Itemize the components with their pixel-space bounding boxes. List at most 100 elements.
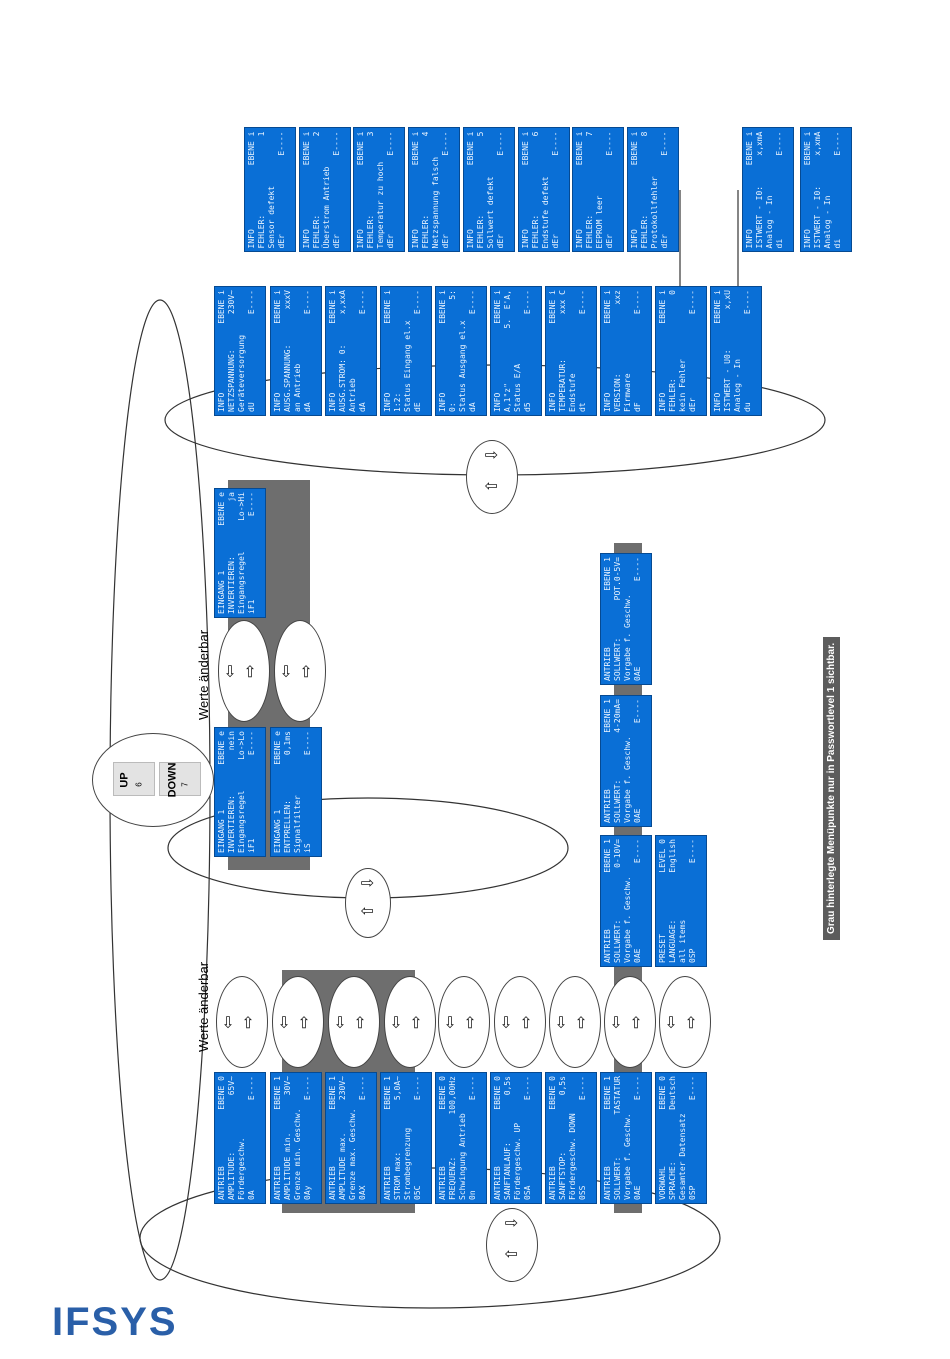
antrieb-value-button-9[interactable]: ⇦⇨ (659, 976, 711, 1068)
arrow-key-a-icon[interactable]: ⇦ (661, 1015, 680, 1029)
lcd-line-left: du (743, 402, 752, 412)
lcd-line: SOLLWERT:TASTATUR (613, 1076, 623, 1200)
arrow-key-b-icon[interactable]: ⇨ (294, 1015, 313, 1029)
eingang-value-button-1[interactable]: ⇦⇨ (218, 620, 270, 722)
lcd-line-left: Status Ausgang el.x (458, 320, 467, 412)
arrow-key-b-icon[interactable]: ⇨ (296, 664, 315, 678)
lcd-line-left: 0AX (358, 1185, 367, 1200)
arrow-key-b-icon[interactable]: ⇨ (460, 1015, 479, 1029)
antrieb-value-button-4[interactable]: ⇦⇨ (384, 976, 436, 1068)
lcd-line-left: SOLLWERT: (613, 919, 622, 963)
lcd-line-right: EBENE i (328, 290, 337, 324)
arrow-key-b-icon[interactable]: ⇨ (571, 1015, 590, 1029)
lcd-line-left: ANTRIEB (548, 1166, 557, 1200)
lcd-line-left: 0A (247, 1190, 256, 1200)
lcd-line-right: E---- (633, 290, 642, 315)
arrow-key-b-icon[interactable]: ⇨ (240, 664, 259, 678)
lcd-line-left: kein Fehler (678, 359, 687, 412)
arrow-key-b-icon[interactable]: ⇨ (406, 1015, 425, 1029)
eingang-value-button-2[interactable]: ⇦⇨ (274, 620, 326, 722)
arrow-key-a-icon[interactable]: ⇦ (386, 1015, 405, 1029)
eingang-nav-button[interactable]: ⇧⇩ (345, 868, 391, 938)
arrow-key-a-icon[interactable]: ⇦ (496, 1015, 515, 1029)
arrow-key-b-icon[interactable]: ⇨ (681, 1015, 700, 1029)
arrow-key-a-icon[interactable]: ⇧ (502, 1246, 521, 1261)
lcd-line-left: dEr (660, 233, 669, 248)
lcd-line-right: E---- (523, 1076, 532, 1101)
lcd-line-right: E---- (332, 131, 341, 156)
lcd-line-left: Analog - In (733, 359, 742, 412)
lcd-line-left: ANTRIEB (383, 1166, 392, 1200)
down-key[interactable] (159, 762, 201, 796)
arrow-key-a-icon[interactable]: ⇦ (606, 1015, 625, 1029)
lcd-line-left: Netzspannung falsch (431, 156, 440, 248)
arrow-key-b-icon[interactable]: ⇩ (482, 448, 501, 463)
arrow-key-a-icon[interactable]: ⇧ (482, 478, 501, 493)
arrow-key-a-icon[interactable]: ⇧ (358, 904, 377, 918)
arrow-key-b-icon[interactable]: ⇩ (358, 875, 377, 890)
lcd-line-right: E---- (633, 839, 642, 864)
lcd-line-right: E---- (386, 131, 395, 156)
arrow-key-a-icon[interactable]: ⇦ (440, 1015, 459, 1029)
lcd-line-right: 5,0A~ (393, 1076, 402, 1101)
lcd-line-left: dEr (496, 233, 505, 248)
arrow-key-a-icon[interactable]: ⇦ (551, 1015, 570, 1029)
lcd-line-left: INFO (328, 392, 337, 412)
up-key[interactable] (113, 762, 155, 796)
arrow-key-b-icon[interactable]: ⇩ (502, 1216, 521, 1231)
lcd-line-right: x,xmA (813, 131, 822, 156)
lcd-line-left: Signalfilter (293, 795, 302, 853)
lcd-line-right: 1 (257, 131, 266, 136)
antrieb-value-button-2[interactable]: ⇦⇨ (272, 976, 324, 1068)
antrieb-value-button-7[interactable]: ⇦⇨ (549, 976, 601, 1068)
arrow-key-b-icon[interactable]: ⇨ (626, 1015, 645, 1029)
arrow-key-a-icon[interactable]: ⇦ (218, 1015, 237, 1029)
antrieb-value-button-5[interactable]: ⇦⇨ (438, 976, 490, 1068)
lcd-line-right: E---- (303, 1076, 312, 1101)
arrow-key-b-icon[interactable]: ⇨ (350, 1015, 369, 1029)
lcd-line-left: 0n (468, 1190, 477, 1200)
lcd-line: LANGUAGE:English (668, 839, 678, 963)
lcd-line: 1:2: (393, 290, 403, 412)
arrow-key-a-icon[interactable]: ⇦ (220, 664, 239, 678)
info-nav-button[interactable]: ⇧⇩ (466, 440, 518, 514)
antrieb-value-button-3[interactable]: ⇦⇨ (328, 976, 380, 1068)
lcd-line-right: 3 (366, 131, 375, 136)
antrieb-value-button-1[interactable]: ⇦⇨ (216, 976, 268, 1068)
antrieb-value-button-6[interactable]: ⇦⇨ (494, 976, 546, 1068)
lcd-line-left: ANTRIEB (273, 1166, 282, 1200)
arrow-key-a-icon[interactable]: ⇦ (276, 664, 295, 678)
arrow-key-a-icon[interactable]: ⇦ (274, 1015, 293, 1029)
antrieb-nav-button[interactable]: ⇧⇩ (486, 1208, 538, 1282)
lcd-line-left: ANTRIEB (603, 929, 612, 963)
lcd-line-left: Fördergeschw. DOWN (568, 1113, 577, 1200)
arrow-key-a-icon[interactable]: ⇦ (330, 1015, 349, 1029)
antrieb-value-button-8[interactable]: ⇦⇨ (604, 976, 656, 1068)
lcd-line-right: EBENE e (217, 731, 226, 765)
lcd-line: NETZSPANNUNG:230V~ (227, 290, 237, 412)
lcd-line-left: ANTRIEB (493, 1166, 502, 1200)
lcd-line: Endstufe defekt (541, 131, 551, 248)
lcd-line-left: Eingangsregel (237, 551, 246, 614)
arrow-key-b-icon[interactable]: ⇨ (238, 1015, 257, 1029)
arrow-key-b-icon[interactable]: ⇨ (516, 1015, 535, 1029)
up-down-keypad[interactable]: UP DOWN 6 7 (92, 733, 214, 827)
lcd-line-left: TEMPERATUR: (558, 359, 567, 412)
lcd-line-left: FEHLER: (640, 214, 649, 248)
